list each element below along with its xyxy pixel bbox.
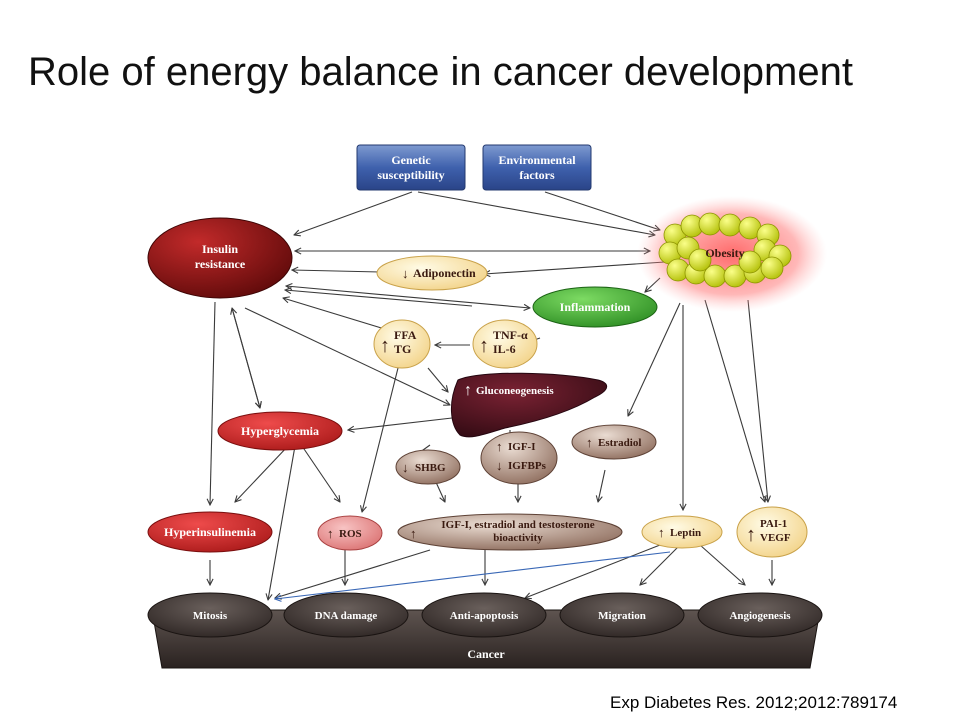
svg-text:↑: ↑	[464, 382, 472, 399]
obesity-node: Obesity	[637, 196, 827, 312]
svg-text:IGF-I: IGF-I	[508, 441, 536, 453]
leptin-node: ↑ Leptin	[641, 515, 723, 549]
hyperinsulinemia-node: Hyperinsulinemia	[147, 511, 273, 553]
svg-text:Mitosis: Mitosis	[193, 610, 228, 622]
svg-text:DNA damage: DNA damage	[315, 610, 378, 622]
outcome-mitosis: Mitosis	[147, 592, 273, 638]
svg-text:Anti-apoptosis: Anti-apoptosis	[450, 610, 519, 622]
svg-text:↑: ↑	[479, 335, 489, 357]
fat-cell	[688, 248, 712, 272]
igf-node: ↑ IGF-I ↓ IGFBPs	[480, 431, 558, 485]
svg-text:↓: ↓	[402, 266, 409, 281]
fat-cell	[698, 212, 722, 236]
genetic-susceptibility-node: Genetic susceptibility	[356, 144, 466, 191]
svg-text:↑: ↑	[658, 525, 665, 540]
environmental-factors-node: Environmental factors	[482, 144, 592, 191]
shbg-node: ↓ SHBG	[395, 449, 461, 485]
svg-text:factors: factors	[519, 168, 555, 182]
svg-text:Hyperglycemia: Hyperglycemia	[241, 424, 319, 438]
svg-text:↑: ↑	[380, 335, 390, 357]
fat-cell	[738, 250, 762, 274]
svg-text:↓: ↓	[496, 458, 503, 473]
inflammation-node: Inflammation	[532, 286, 658, 328]
svg-text:IGFBPs: IGFBPs	[508, 460, 547, 472]
svg-text:Migration: Migration	[598, 610, 646, 622]
svg-text:↑: ↑	[327, 526, 334, 541]
svg-text:SHBG: SHBG	[415, 462, 446, 474]
ffa-tg-node: ↑ FFA TG	[373, 319, 431, 369]
hyperglycemia-node: Hyperglycemia	[217, 411, 343, 451]
adiponectin-node: ↓ Adiponectin	[376, 255, 488, 291]
svg-text:VEGF: VEGF	[760, 532, 791, 544]
svg-text:PAI-1: PAI-1	[760, 518, 787, 530]
svg-text:TNF-α: TNF-α	[493, 328, 528, 342]
svg-text:Cancer: Cancer	[467, 647, 505, 661]
svg-text:IGF-I, estradiol and testoster: IGF-I, estradiol and testosterone	[441, 519, 594, 531]
fat-cell-cluster	[658, 212, 792, 288]
estradiol-node: ↑ Estradiol	[571, 424, 657, 460]
svg-text:resistance: resistance	[195, 257, 246, 271]
insulin-resistance-node: Insulin resistance	[147, 217, 293, 299]
fat-cell	[718, 213, 742, 237]
slide-title: Role of energy balance in cancer develop…	[28, 50, 853, 94]
svg-text:↑: ↑	[586, 435, 593, 450]
pai-vegf-node: ↑ PAI-1 VEGF	[736, 506, 808, 558]
fat-cell	[760, 256, 784, 280]
outcome-anti-apoptosis: Anti-apoptosis	[421, 592, 547, 638]
svg-text:Hyperinsulinemia: Hyperinsulinemia	[164, 525, 256, 539]
outcome-dna-damage: DNA damage	[283, 592, 409, 638]
gluconeogenesis-node: ↑ Gluconeogenesis	[451, 372, 608, 438]
svg-text:bioactivity: bioactivity	[493, 532, 543, 544]
svg-text:↑: ↑	[410, 526, 417, 541]
svg-text:Genetic: Genetic	[391, 153, 431, 167]
outcome-angiogenesis: Angiogenesis	[697, 592, 823, 638]
arrow-group	[210, 191, 772, 600]
citation: Exp Diabetes Res. 2012;2012:789174	[610, 693, 898, 712]
energy-balance-diagram: Genetic susceptibility Environmental fac…	[147, 144, 827, 669]
svg-text:susceptibility: susceptibility	[377, 168, 444, 182]
svg-text:Gluconeogenesis: Gluconeogenesis	[476, 385, 554, 397]
svg-text:Insulin: Insulin	[202, 242, 238, 256]
svg-text:FFA: FFA	[394, 328, 417, 342]
svg-text:Adiponectin: Adiponectin	[413, 266, 476, 280]
svg-text:↑: ↑	[746, 524, 756, 546]
svg-text:Obesity: Obesity	[705, 246, 744, 260]
ros-node: ↑ ROS	[317, 515, 383, 551]
svg-text:ROS: ROS	[339, 528, 362, 540]
tnf-il6-node: ↑ TNF-α IL-6	[472, 319, 538, 369]
svg-text:Leptin: Leptin	[670, 527, 701, 539]
svg-text:↑: ↑	[496, 439, 503, 454]
liver-icon	[451, 372, 608, 438]
svg-text:Estradiol: Estradiol	[598, 437, 641, 449]
bioactivity-node: ↑ IGF-I, estradiol and testosterone bioa…	[397, 513, 623, 551]
svg-text:TG: TG	[394, 342, 411, 356]
outcome-migration: Migration	[559, 592, 685, 638]
svg-text:Angiogenesis: Angiogenesis	[729, 610, 791, 622]
svg-text:↓: ↓	[402, 460, 409, 475]
svg-text:Environmental: Environmental	[498, 153, 576, 167]
svg-text:IL-6: IL-6	[493, 342, 516, 356]
svg-text:Inflammation: Inflammation	[560, 300, 631, 314]
